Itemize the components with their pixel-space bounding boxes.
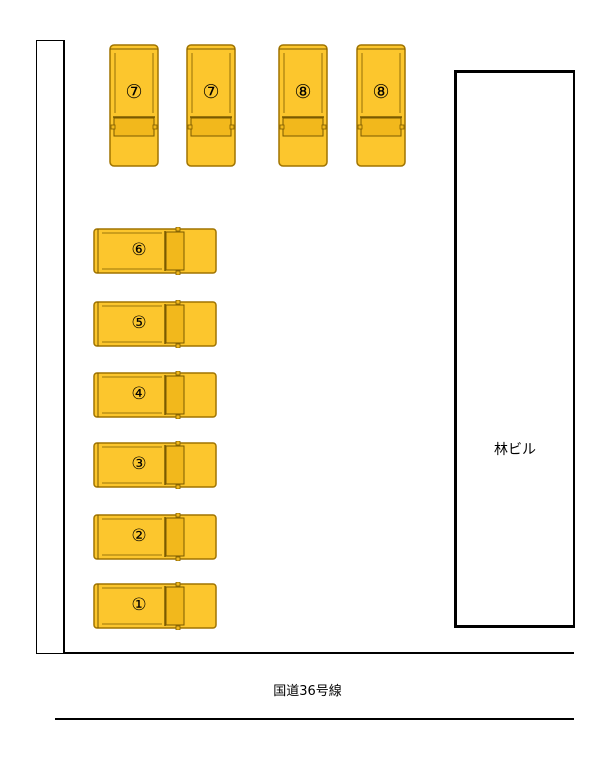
parking-space-top-4[interactable]: ⑧ (356, 43, 406, 168)
road-edge-line (55, 718, 574, 720)
parking-space-left-3[interactable]: ③ (92, 441, 218, 489)
car-icon (93, 300, 217, 348)
car-icon (278, 44, 328, 167)
space-number: ③ (131, 454, 147, 474)
space-number: ① (131, 595, 147, 615)
car-icon (93, 371, 217, 419)
parking-space-left-5[interactable]: ⑤ (92, 300, 218, 348)
space-number: ② (131, 526, 147, 546)
lot-boundary-line (64, 652, 574, 654)
space-number: ⑦ (125, 81, 143, 103)
car-icon (93, 582, 217, 630)
car-icon (93, 227, 217, 275)
space-number: ⑦ (202, 81, 220, 103)
space-number: ⑧ (294, 81, 312, 103)
space-number: ④ (131, 384, 147, 404)
space-number: ⑥ (131, 240, 147, 260)
parking-space-left-1[interactable]: ① (92, 582, 218, 630)
parking-space-left-4[interactable]: ④ (92, 371, 218, 419)
car-icon (109, 44, 159, 167)
parking-space-top-1[interactable]: ⑦ (109, 43, 159, 168)
space-number: ⑧ (372, 81, 390, 103)
car-icon (93, 441, 217, 489)
road-label: 国道36号線 (273, 684, 342, 699)
parking-space-left-6[interactable]: ⑥ (92, 227, 218, 275)
car-icon (93, 513, 217, 561)
parking-space-top-3[interactable]: ⑧ (278, 43, 328, 168)
space-number: ⑤ (131, 313, 147, 333)
building-hayashi: 林ビル (454, 70, 575, 628)
car-icon (186, 44, 236, 167)
building-label: 林ビル (494, 442, 536, 458)
left-wall (36, 40, 65, 654)
parking-space-left-2[interactable]: ② (92, 513, 218, 561)
car-icon (356, 44, 406, 167)
parking-space-top-2[interactable]: ⑦ (186, 43, 236, 168)
